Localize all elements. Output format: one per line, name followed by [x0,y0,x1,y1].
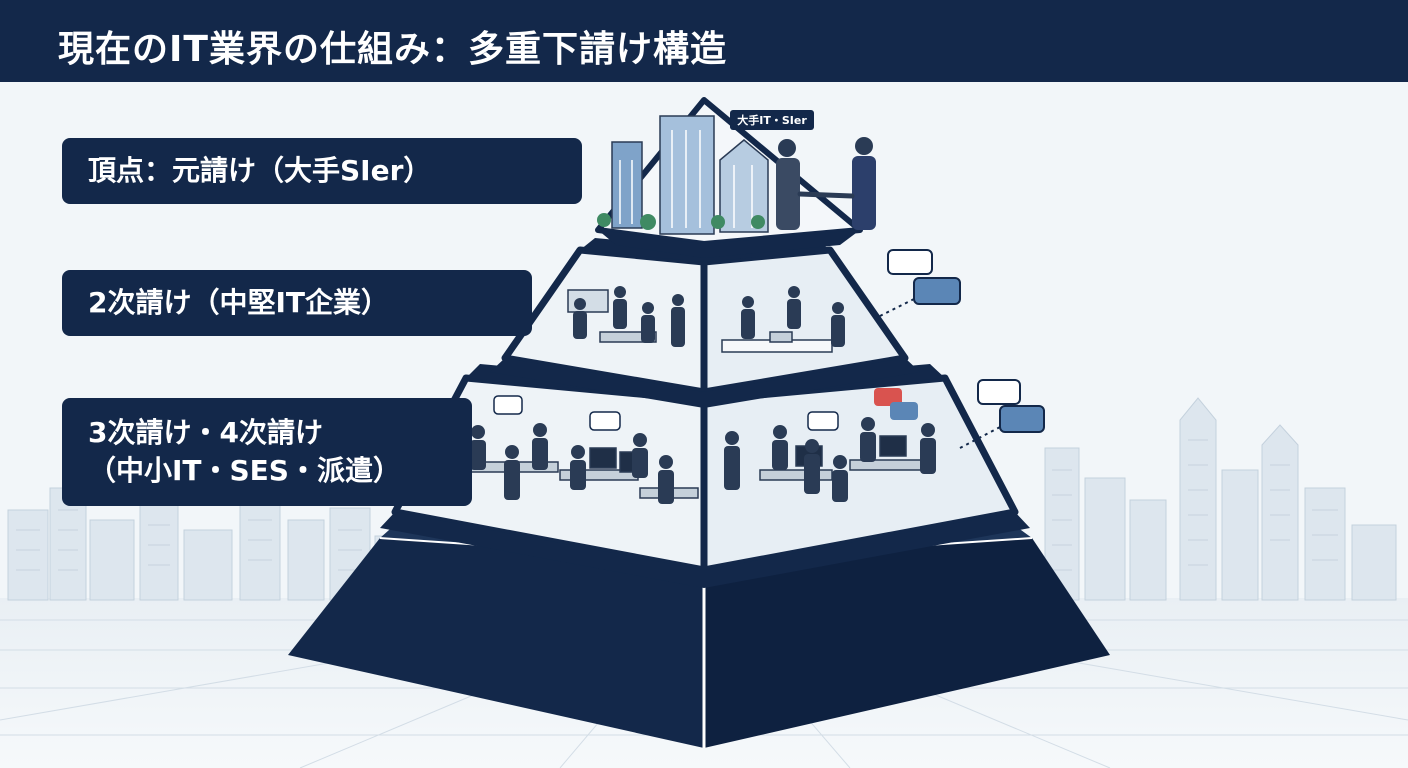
header-bar: 現在のIT業界の仕組み：多重下請け構造 [0,0,1408,82]
apex-office-buildings [611,115,769,235]
tier-3-people-right [724,417,936,502]
tier-3-label-line2: （中小IT・SES・派遣） [88,454,401,487]
tier-2-office [567,289,833,353]
pyramid-tier-2 [490,238,920,408]
tier-2-people [573,286,845,347]
tier-3-label-line1: 3次請け・4次請け [88,416,323,449]
tier-3-people-left [470,423,674,504]
speech-bubble-group-tier-2 [879,249,961,317]
building-sign: 大手IT・SIer [737,113,807,127]
skyline-left-windows [16,509,362,571]
building-sign-box [730,110,814,130]
apex-trees [597,213,765,230]
skyline-left [7,487,412,601]
tier-1-label: 頂点：元請け（大手SIer） [62,138,582,204]
tier-3-label: 3次請け・4次請け （中小IT・SES・派遣） [62,398,472,506]
page-title: 現在のIT業界の仕組み：多重下請け構造 [58,29,727,70]
tier-2-label: 2次請け（中堅IT企業） [62,270,532,336]
skyline-right [1044,397,1397,601]
skyline-right-windows [1052,439,1338,571]
tier-2-label-text: 2次請け（中堅IT企業） [88,286,390,319]
speech-bubble-group-tier-3 [493,379,1045,449]
tier-1-label-text: 頂点：元請け（大手SIer） [88,154,432,187]
businessmen-handshake [776,137,876,230]
